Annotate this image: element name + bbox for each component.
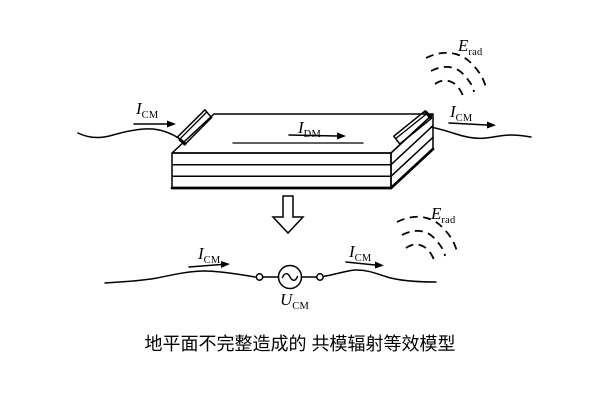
erad-label-top-main: E — [458, 36, 469, 55]
board-layer-line-1-side — [390, 124, 434, 166]
icm-arrow-bottom-left — [188, 261, 230, 268]
icm-arrow-top-left-head — [167, 120, 176, 128]
icm-label-top-right-main: I — [450, 102, 456, 121]
icm-label-bottom-right-sub: CM — [354, 253, 372, 264]
icm-arrow-top-left — [133, 120, 176, 128]
icm-arrow-bottom-right-line — [345, 261, 376, 266]
connector-left-endcap — [178, 138, 187, 146]
connector-left — [176, 109, 213, 146]
icm-label-top-left-main: I — [136, 99, 142, 118]
radiation-arcs-middle — [396, 215, 458, 264]
equivalence-down-arrow — [271, 195, 305, 235]
ground-wire-bottom-left — [104, 270, 256, 284]
radiation-arc-outer — [425, 51, 487, 89]
icm-label-top-left-sub: CM — [141, 110, 159, 121]
icm-label-bottom-left-sub: CM — [203, 255, 221, 266]
icm-arrow-top-right — [448, 121, 496, 129]
equivalent-circuit — [104, 264, 437, 290]
idm-label: IDM — [298, 118, 321, 140]
idm-label-sub: DM — [303, 129, 321, 140]
icm-arrow-top-right-line — [448, 122, 488, 126]
icm-arrow-bottom-left-line — [188, 263, 222, 268]
terminal-right — [316, 273, 324, 281]
icm-label-bottom-right-main: I — [349, 242, 355, 261]
radiation-arc-middle — [430, 65, 475, 93]
idm-arrow-head — [337, 132, 346, 140]
radiation-arc-outer — [396, 215, 458, 253]
icm-label-top-right: ICM — [450, 102, 473, 124]
ground-wire-top-right — [430, 126, 532, 140]
icm-arrow-bottom-right — [345, 261, 384, 269]
radiation-arcs-top — [425, 51, 487, 100]
ground-wire-bottom-right — [322, 269, 437, 283]
board-bottom-edge-side — [389, 147, 435, 190]
figure-caption: 地平面不完整造成的 共模辐射等效模型 — [144, 334, 456, 354]
erad-label-top: Erad — [458, 36, 483, 58]
icm-label-bottom-left-main: I — [198, 244, 204, 263]
board-layer-line-2-side — [390, 136, 434, 178]
connector-right-endcap — [424, 110, 433, 120]
icm-arrow-bottom-left-head — [221, 261, 230, 268]
icm-label-top-left: ICM — [136, 99, 159, 121]
idm-label-main: I — [298, 118, 304, 137]
erad-label-middle-main: E — [431, 204, 442, 223]
icm-label-bottom-right: ICM — [349, 242, 372, 264]
connector-right-ridge — [395, 112, 428, 140]
connector-right — [393, 110, 433, 145]
ucm-label-main: U — [280, 290, 293, 309]
sine-icon — [281, 272, 299, 282]
icm-label-bottom-left: ICM — [198, 244, 221, 266]
radiation-arc-inner — [434, 79, 465, 100]
connector-right-body — [393, 110, 432, 145]
radiation-arc-inner — [405, 243, 436, 264]
erad-label-middle-sub: rad — [441, 215, 456, 226]
ucm-label: UCM — [280, 290, 310, 312]
connector-left-body — [176, 109, 213, 146]
ucm-label-sub: CM — [292, 301, 310, 312]
idm-arrow — [288, 132, 346, 140]
erad-label-middle: Erad — [431, 204, 456, 226]
icm-label-top-right-sub: CM — [455, 113, 473, 124]
icm-arrow-bottom-right-head — [375, 261, 384, 269]
connector-left-ridge — [178, 111, 208, 141]
erad-label-top-sub: rad — [468, 47, 483, 58]
icm-arrow-top-right-head — [487, 121, 496, 129]
radiation-arc-middle — [401, 229, 446, 257]
ground-wire-top-left — [77, 128, 181, 140]
pcb-board — [170, 113, 435, 190]
board-front-face — [171, 152, 392, 189]
terminal-left — [255, 273, 264, 281]
idm-arrow-line — [288, 134, 338, 137]
